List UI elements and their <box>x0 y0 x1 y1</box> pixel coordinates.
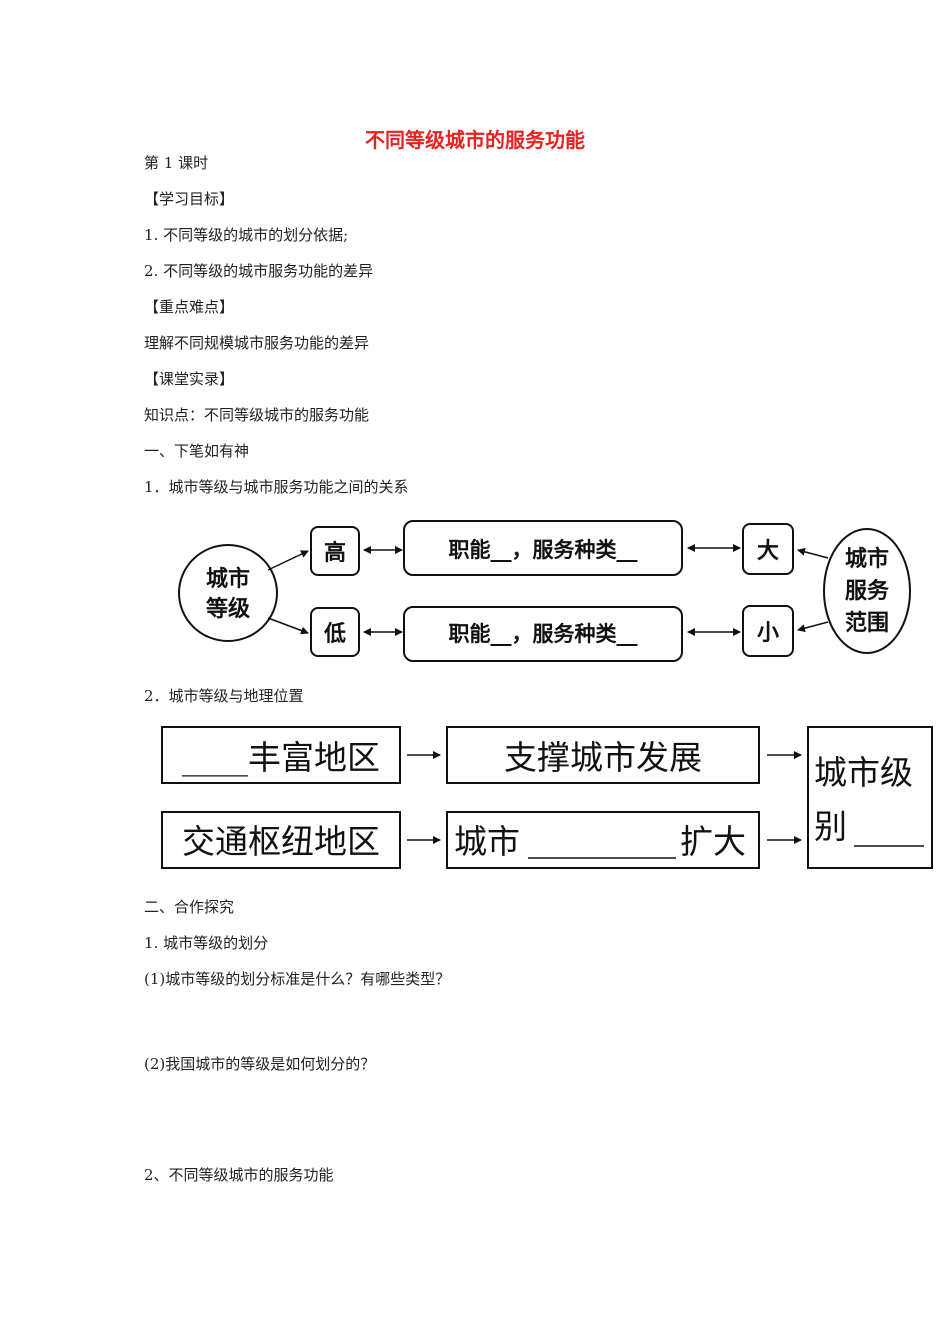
section-two-heading: 二、合作探究 <box>144 898 235 916</box>
arrow-range-to-big <box>797 547 829 559</box>
subsection-1-heading: 1. 城市等级的划分 <box>144 934 269 952</box>
heading-key-points: 【重点难点】 <box>144 298 235 316</box>
heading-learning-goals: 【学习目标】 <box>144 190 235 208</box>
city-expand-right-text: 扩大 <box>680 822 746 861</box>
question-1: (1)城市等级的划分标准是什么？有哪些类型？ <box>144 970 451 988</box>
city-expand-left-text: 城市 <box>454 822 520 861</box>
item-1-heading: 1．城市等级与城市服务功能之间的关系 <box>144 478 409 496</box>
goal-item-2: 2. 不同等级的城市服务功能的差异 <box>144 262 374 280</box>
small-box <box>742 605 794 657</box>
city-level-box <box>807 726 933 869</box>
knowledge-point: 知识点：不同等级城市的服务功能 <box>144 406 370 424</box>
support-development-box <box>446 726 760 784</box>
big-box <box>742 523 794 575</box>
resource-area-text: ____丰富地区 <box>182 738 380 778</box>
question-2: (2)我国城市的等级是如何划分的？ <box>144 1055 376 1073</box>
small-label: 小 <box>757 621 779 646</box>
support-development-text: 支撑城市发展 <box>504 738 702 777</box>
transport-hub-box <box>161 811 401 869</box>
arrow-range-to-small <box>797 621 829 633</box>
city-level-label-line1: 城市 <box>206 566 250 592</box>
arrow-to-high <box>267 550 309 571</box>
city-level-text-2: 别 <box>814 807 847 846</box>
heading-class-record: 【课堂实录】 <box>144 370 235 388</box>
function-box-low <box>403 606 683 662</box>
service-range-ellipse <box>823 528 911 654</box>
lesson-number: 第 1 课时 <box>144 154 209 172</box>
arrow-to-low <box>267 617 309 635</box>
item-2-heading: 2．城市等级与地理位置 <box>144 687 304 705</box>
city-level-text-1: 城市级 <box>814 753 913 792</box>
document-title: 不同等级城市的服务功能 <box>365 128 585 152</box>
transport-hub-text: 交通枢纽地区 <box>182 822 380 861</box>
low-label: 低 <box>323 622 346 647</box>
resource-area-box <box>161 726 401 784</box>
city-level-circle <box>178 544 278 642</box>
big-label: 大 <box>757 539 779 564</box>
goal-item-1: 1. 不同等级的城市的划分依据; <box>144 226 349 244</box>
service-range-line2: 服务 <box>845 579 890 604</box>
function-text-low: 职能__，服务种类__ <box>449 622 638 646</box>
high-box <box>310 526 360 576</box>
function-text-high: 职能__，服务种类__ <box>449 538 638 562</box>
subsection-2-heading: 2、不同等级城市的服务功能 <box>144 1166 334 1184</box>
low-box <box>310 607 360 657</box>
service-range-line1: 城市 <box>845 546 889 572</box>
high-label: 高 <box>324 540 346 566</box>
service-range-line3: 范围 <box>845 611 889 636</box>
city-level-label-line2: 等级 <box>206 596 250 622</box>
section-one-heading: 一、下笔如有神 <box>144 442 250 460</box>
function-box-high <box>403 520 683 576</box>
key-point-text: 理解不同规模城市服务功能的差异 <box>144 334 370 352</box>
